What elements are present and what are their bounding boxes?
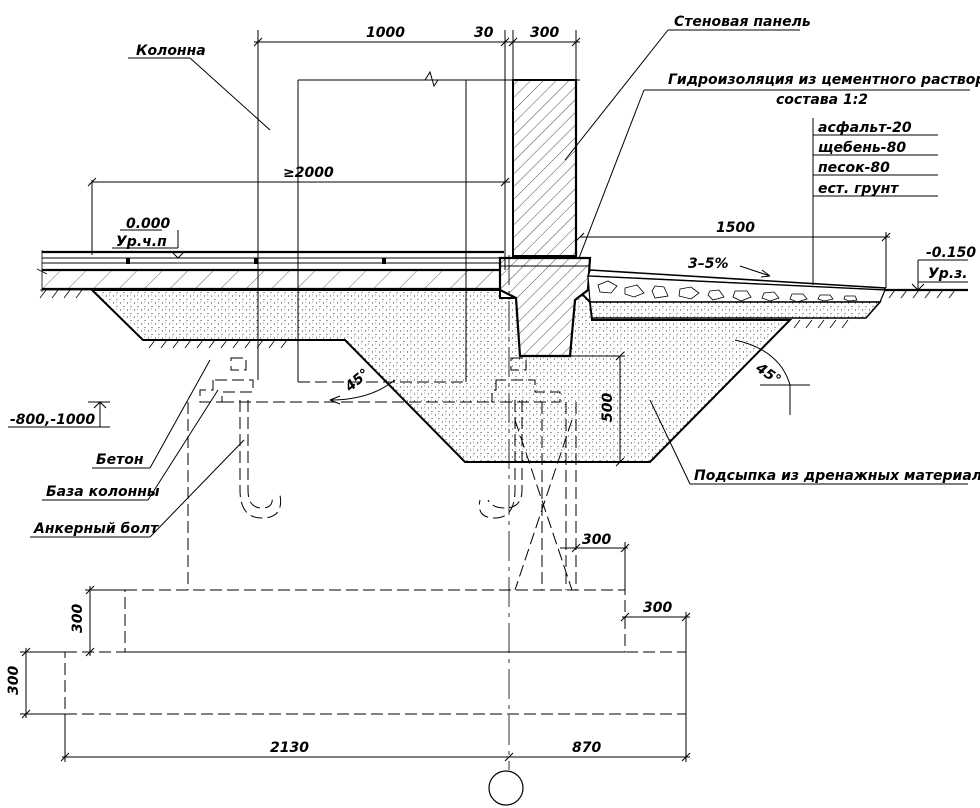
label-kolonna: Колонна (136, 43, 206, 59)
label-stenovaya-panel: Стеновая панель (674, 14, 811, 30)
dim-300-left-outer-line (20, 647, 68, 719)
angle-right (734, 339, 810, 415)
dim-300-step-line (560, 542, 630, 590)
dim-30: 30 (474, 25, 494, 41)
dim-500-line (570, 351, 625, 467)
dim-1500-line (575, 232, 891, 288)
dim-300-left-inner-line (85, 585, 128, 657)
angle-left (329, 379, 396, 405)
leader-podsypka (649, 399, 968, 485)
column-base-right (478, 357, 577, 591)
layer-sand: песок-80 (818, 160, 890, 176)
drainage-fill (89, 289, 793, 463)
bottom-dimension-line (60, 652, 691, 762)
blind-area-sand (589, 301, 882, 319)
label-baza-kolonny: База колонны (46, 484, 160, 500)
label-beton: Бетон (96, 452, 144, 468)
level-ground-name: Ур.з. (928, 266, 968, 282)
label-ankernyi-bolt: Анкерный болт (33, 521, 159, 537)
layer-legend-lines (812, 118, 938, 285)
leader-baza (42, 389, 219, 501)
layer-natural-ground: ест. грунт (818, 181, 899, 197)
column-base-left (187, 357, 490, 590)
leader-stenovaya (564, 29, 800, 161)
layer-crushed-stone: щебень-80 (818, 140, 906, 156)
dim-2130: 2130 (270, 740, 309, 756)
angle-left-label: 45° (342, 366, 373, 396)
dim-2000-line (87, 177, 510, 255)
leader-gidroizolyaciya (578, 89, 970, 259)
leader-anker (30, 439, 245, 538)
slope-label: 3–5% (688, 256, 729, 272)
dim-500: 500 (600, 393, 616, 422)
ground-hatching-right (793, 289, 956, 329)
dim-300-top: 300 (530, 25, 559, 41)
crushed-stone-pattern (597, 280, 858, 303)
layer-asphalt: асфальт-20 (818, 120, 912, 136)
axis-marker (488, 770, 524, 806)
dim-300-right: 300 (643, 600, 672, 616)
top-dimension-line (253, 37, 581, 47)
dim-870: 870 (572, 740, 601, 756)
dim-300-right-line (620, 612, 691, 652)
ground-hatching-left (39, 289, 288, 349)
dim-1000: 1000 (366, 25, 405, 41)
label-gidroizolyaciya-2: состава 1:2 (776, 92, 868, 108)
level-depth-mark (8, 401, 110, 428)
wall-panel (512, 79, 577, 257)
level-floor-value: 0.000 (126, 216, 171, 232)
floor-slab (42, 270, 502, 289)
level-floor-mark (112, 229, 185, 259)
leader-kolonna (128, 57, 271, 131)
dim-2000: ≥2000 (283, 165, 334, 181)
label-podsypka: Подсыпка из дренажных материалов (694, 468, 980, 484)
level-ground-mark (911, 259, 968, 291)
dim-300-left-inner: 300 (70, 604, 86, 633)
level-depth: -800,-1000 (10, 412, 95, 428)
level-ground-value: -0.150 (926, 245, 976, 261)
footing-steps (64, 589, 687, 715)
dim-300-left-outer: 300 (6, 666, 22, 695)
label-gidroizolyaciya-1: Гидроизоляция из цементного раствора (668, 72, 980, 88)
dim-1500: 1500 (716, 220, 755, 236)
level-floor-name: Ур.ч.п (116, 234, 167, 250)
leader-beton (92, 359, 211, 469)
dim-300-step: 300 (582, 532, 611, 548)
